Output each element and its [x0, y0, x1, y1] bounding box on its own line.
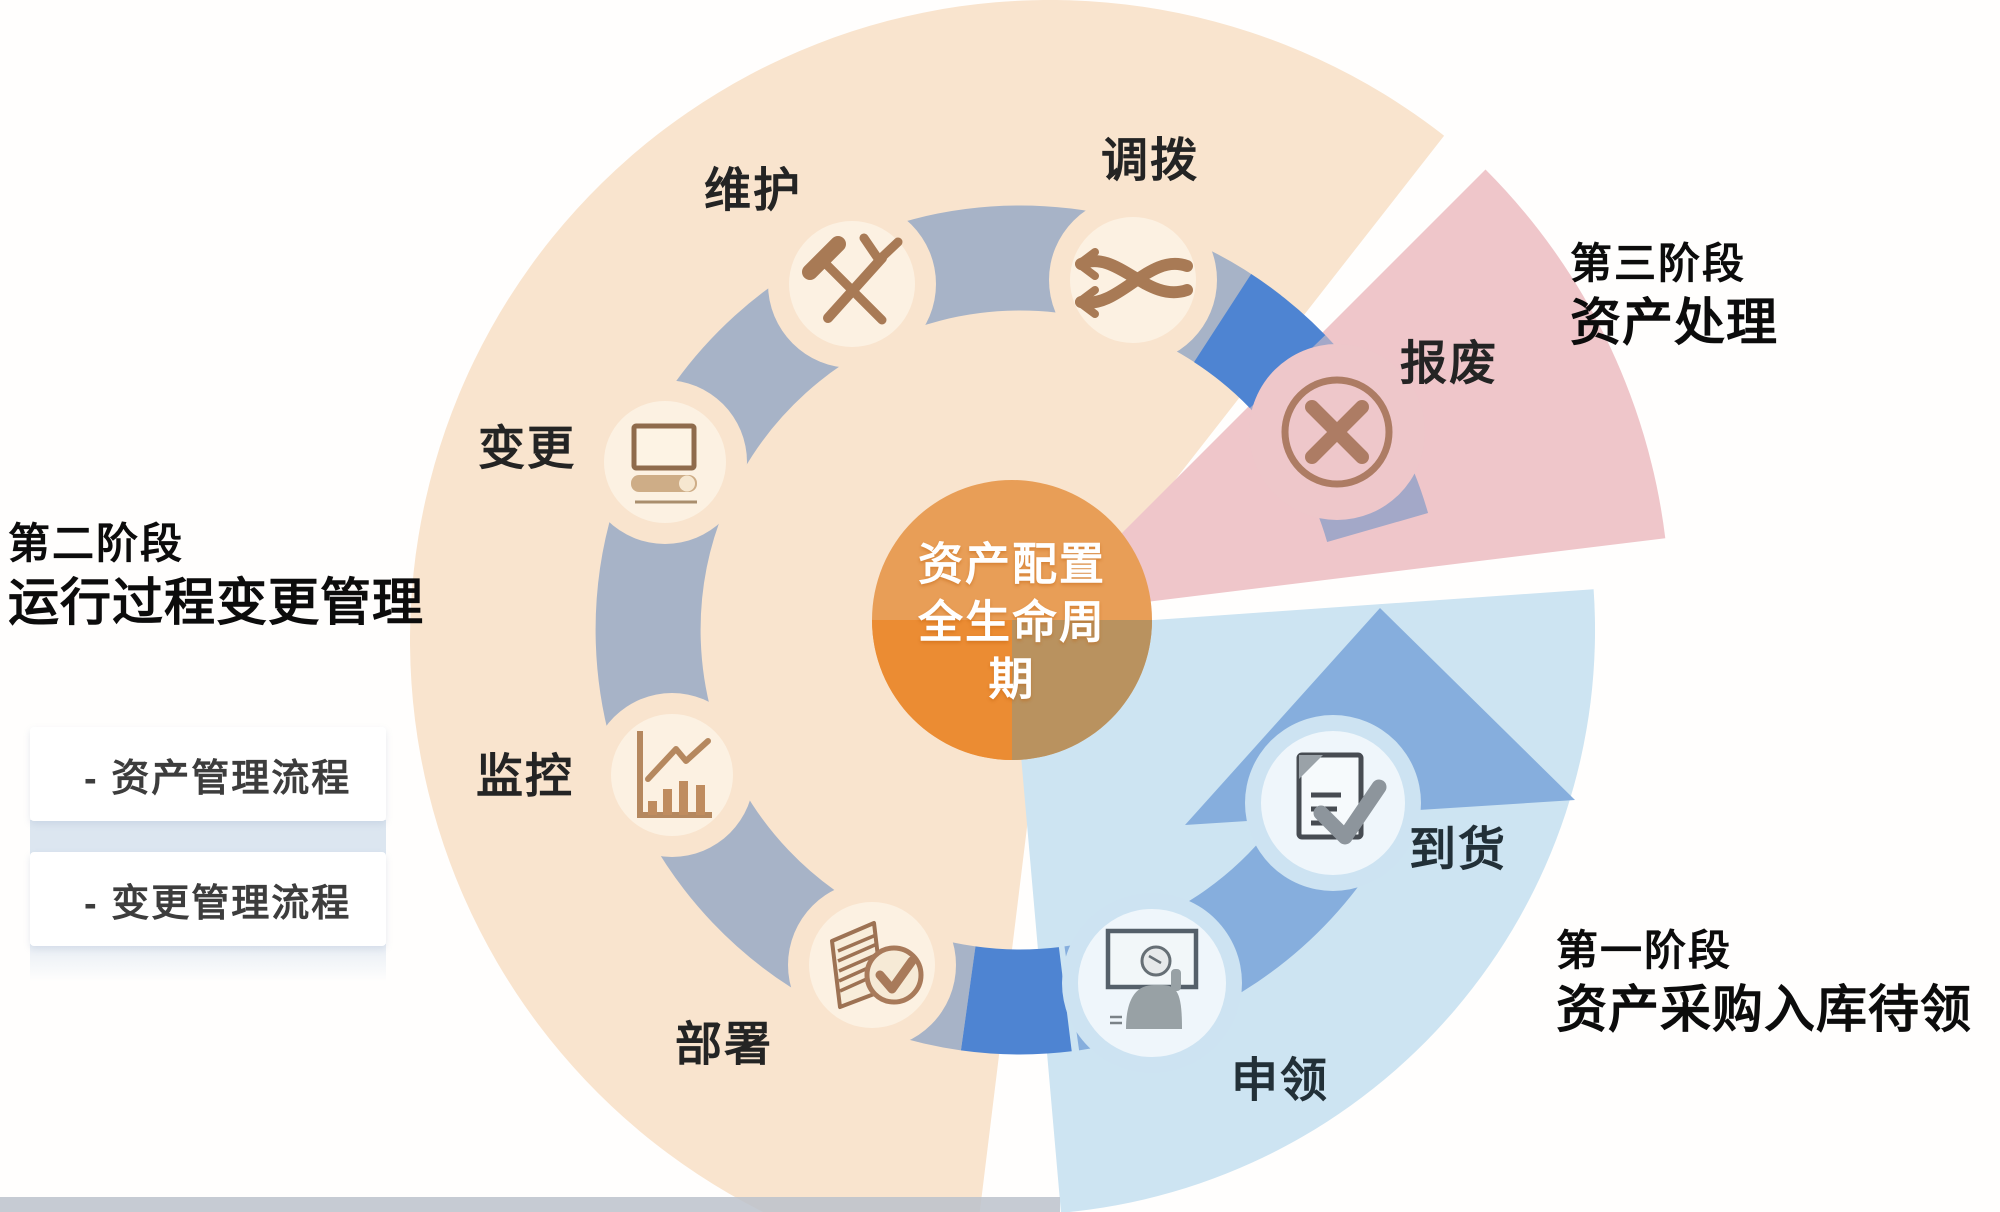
- scrap-x-icon: [1281, 376, 1393, 488]
- phase1-stage-label: 第一阶段: [1556, 927, 1733, 974]
- stage-label-change: 变更: [478, 421, 576, 475]
- transfer-icon: [1075, 248, 1193, 318]
- process-list-item: - 资产管理流程: [30, 727, 386, 821]
- center-quadrant-bright: [872, 620, 1012, 760]
- bottom-strip: [0, 1197, 1060, 1212]
- stage-label-arrival: 到货: [1409, 822, 1507, 876]
- computer-icon: [631, 423, 697, 504]
- list-shadow-strip: [30, 820, 386, 856]
- phase2-stage-label: 第二阶段: [8, 520, 185, 567]
- stage-label-transfer: 调拨: [1101, 133, 1199, 187]
- arrival-doc-icon: [1296, 752, 1387, 845]
- phase1-name: 资产采购入库待领: [1556, 981, 1973, 1039]
- stage-label-maintenance: 维护: [704, 163, 802, 217]
- chart-icon: [637, 731, 712, 818]
- center-title-line: 全生命周: [917, 596, 1107, 648]
- phase2-name: 运行过程变更管理: [8, 574, 425, 632]
- stage-label-monitor: 监控: [476, 749, 574, 803]
- center-title-line: 期: [988, 653, 1036, 705]
- connector-bottom: [960, 946, 1072, 1055]
- phase3-heading: 第三阶段 资产处理: [1570, 240, 1779, 352]
- stage-label-scrap: 报废: [1400, 336, 1498, 390]
- claim-person-icon: [1105, 928, 1199, 1029]
- phase3-stage-label: 第三阶段: [1570, 240, 1747, 287]
- phase1-heading: 第一阶段 资产采购入库待领: [1556, 927, 1973, 1039]
- center-title-line: 资产配置: [917, 538, 1107, 590]
- process-list-item: - 变更管理流程: [30, 852, 386, 946]
- center-title: 资产配置 全生命周 期: [918, 536, 1106, 709]
- phase3-name: 资产处理: [1570, 294, 1779, 352]
- center-quadrant-olive: [1012, 620, 1152, 760]
- deploy-check-icon: [830, 921, 924, 1009]
- connector-top: [1193, 274, 1326, 409]
- stage-label-claim: 申领: [1231, 1053, 1329, 1107]
- phase2-heading: 第二阶段 运行过程变更管理: [8, 520, 425, 632]
- stage-label-deploy: 部署: [675, 1017, 773, 1071]
- tools-icon: [802, 233, 903, 325]
- list-shadow-strip: [30, 944, 386, 982]
